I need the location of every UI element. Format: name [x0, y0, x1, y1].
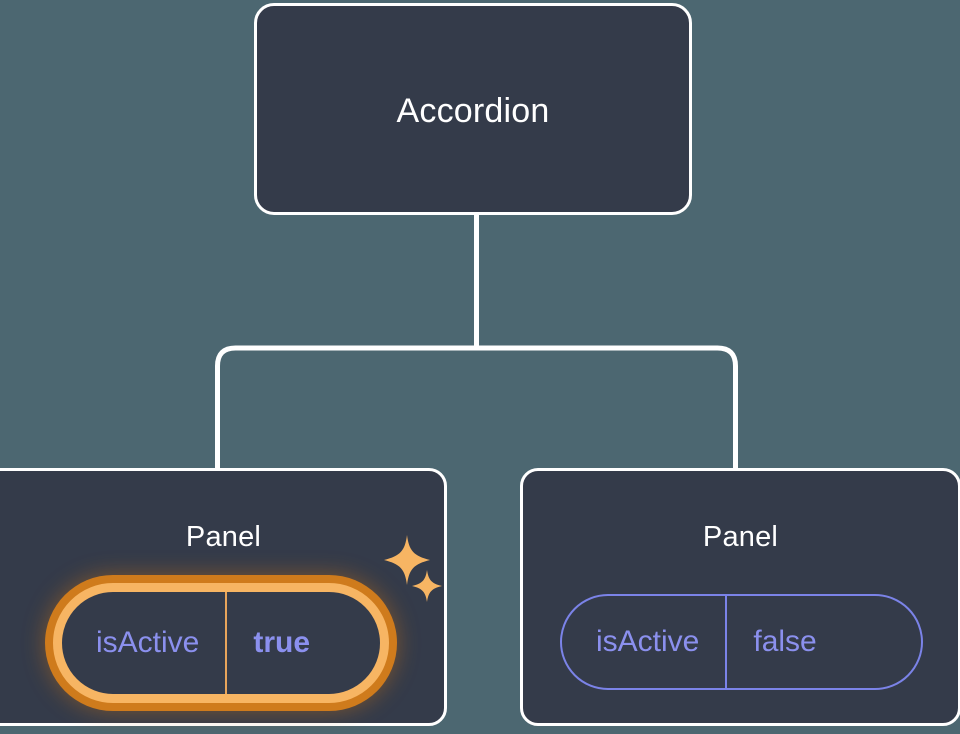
- prop-value-label: true: [225, 592, 344, 694]
- prop-pill-isactive-true[interactable]: isActive true: [53, 583, 389, 703]
- node-title-panel-right: Panel: [702, 521, 779, 553]
- prop-key-label: isActive: [96, 626, 200, 659]
- node-title-panel-left: Panel: [185, 521, 262, 553]
- connector-branches: [215, 345, 738, 470]
- prop-pill-isactive-false[interactable]: isActive false: [560, 594, 923, 690]
- prop-key-label: isActive: [596, 625, 700, 658]
- tree-node-accordion[interactable]: Accordion: [254, 3, 692, 215]
- prop-value-label: false: [725, 596, 850, 688]
- node-title-accordion: Accordion: [396, 92, 550, 130]
